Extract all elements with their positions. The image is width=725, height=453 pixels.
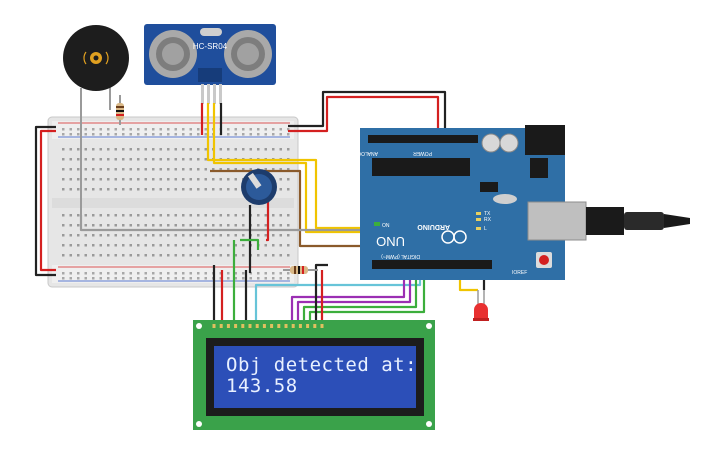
digital-header-label: DIGITAL (PWM~) <box>381 253 420 259</box>
ultrasonic-sensor: HC-SR04 <box>144 24 276 104</box>
wire-lcd-green3 <box>302 262 418 325</box>
wire-lcd-purple2 <box>296 262 412 325</box>
arduino-logo <box>441 230 467 244</box>
wire-lcd-green2 <box>240 238 260 250</box>
brand-label: ARDUINO <box>417 223 450 230</box>
wire-pot-red <box>266 200 270 242</box>
lcd-line-2: 143.58 <box>226 375 298 397</box>
ioref-label: IOREF <box>512 270 527 276</box>
lcd-16x2: Obj detected at: 143.58 <box>193 320 435 430</box>
arduino-uno: POWER ANALOG IN ARDUINO UNO DIGITAL (PWM… <box>350 125 690 280</box>
analog-header-label: ANALOG IN <box>350 150 378 156</box>
lcd-line-1: Obj detected at: <box>226 354 417 376</box>
power-header-label: POWER <box>413 150 432 156</box>
wire-gnd <box>288 90 447 130</box>
wire-left-red <box>39 129 56 272</box>
l-label: L <box>484 226 487 232</box>
resistor-lcd <box>283 266 318 274</box>
wire-gray <box>79 215 440 232</box>
sensor-label: HC-SR04 <box>193 42 228 51</box>
potentiometer[interactable] <box>241 169 277 205</box>
on-label: ON <box>382 223 390 229</box>
wires <box>34 90 486 325</box>
wire-lcd-green4 <box>308 262 426 325</box>
wire-lcd-black3 <box>314 263 328 325</box>
tx-label: TX <box>484 211 491 217</box>
wire-left-black <box>34 125 56 277</box>
model-label: UNO <box>376 234 405 249</box>
piezo-buzzer <box>63 25 129 215</box>
rx-label: RX <box>484 217 492 223</box>
wire-5v <box>288 95 440 133</box>
red-led <box>473 290 489 321</box>
resistor-buzzer <box>116 95 124 125</box>
